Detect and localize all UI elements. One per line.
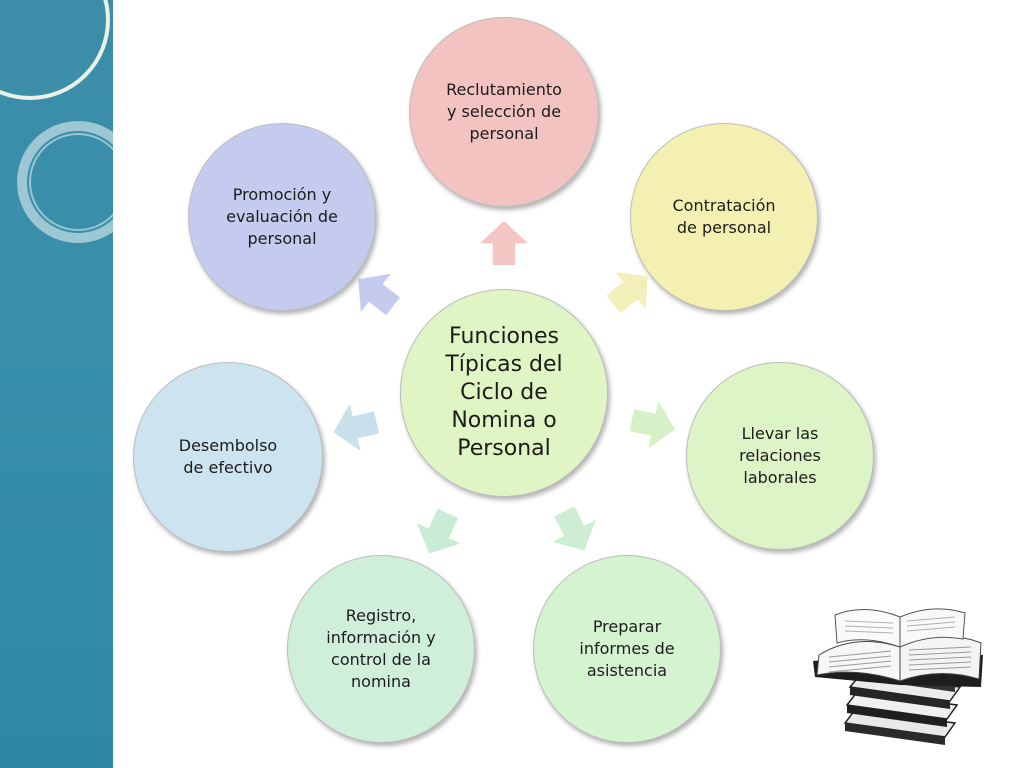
- node-label: Llevar las relaciones laborales: [739, 424, 821, 487]
- ring-large: [0, 0, 110, 100]
- node-registro-nomina: Registro, información y control de la no…: [287, 555, 475, 743]
- books-image: [813, 608, 983, 745]
- node-label: Desembolso de efectivo: [178, 436, 278, 477]
- arrow-4: [548, 504, 599, 553]
- node-contratacion: Contratación de personal: [630, 123, 818, 311]
- arrow-1: [476, 218, 532, 267]
- ring-medium: [17, 121, 113, 243]
- center-node: Funciones Típicas del Ciclo de Nomina o …: [400, 289, 608, 497]
- center-node-label: Funciones Típicas del Ciclo de Nomina o …: [445, 324, 563, 461]
- node-desembolso: Desembolso de efectivo: [133, 362, 323, 552]
- arrow-6: [331, 399, 381, 455]
- node-label: Contratación de personal: [672, 196, 776, 237]
- node-promocion: Promoción y evaluación de personal: [188, 123, 376, 311]
- node-label: Promoción y evaluación de personal: [226, 185, 338, 248]
- decorative-rings: [0, 0, 113, 243]
- node-label: Preparar informes de asistencia: [579, 617, 675, 680]
- node-reclutamiento: Reclutamiento y selección de personal: [409, 17, 599, 207]
- open-book: [813, 608, 983, 687]
- node-label: Reclutamiento y selección de personal: [446, 80, 562, 143]
- node-relaciones-laborales: Llevar las relaciones laborales: [686, 362, 874, 550]
- arrow-2: [604, 269, 650, 316]
- arrow-7: [356, 271, 403, 318]
- node-informes-asistencia: Preparar informes de asistencia: [533, 555, 721, 743]
- arrow-5: [413, 506, 465, 556]
- sidebar-band: [0, 0, 113, 768]
- arrow-3: [627, 397, 678, 452]
- ring-inner: [29, 133, 113, 231]
- node-label: Registro, información y control de la no…: [326, 606, 436, 691]
